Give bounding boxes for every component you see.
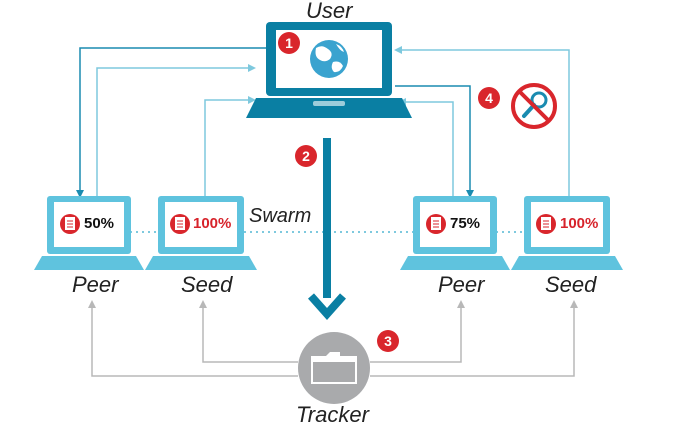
seed-to-user-arrow-left [204,96,256,196]
peer-label-right: Peer [438,272,485,297]
document-icon [426,214,446,234]
document-icon [170,214,190,234]
step-badge-4: 4 [478,87,500,109]
peer-laptop-left [34,196,144,270]
seed-to-user-arrow-right [394,46,570,196]
step-badge-2: 2 [295,145,317,167]
tracker-to-peers-arrows [88,300,578,377]
document-icon [60,214,80,234]
seed-label-right: Seed [545,272,597,297]
step-badge-3: 3 [377,330,399,352]
seed-laptop-right [511,196,623,270]
seed-label-left: Seed [181,272,233,297]
user-to-peer-arrow-left [76,47,272,198]
globe-icon [310,40,348,78]
document-icon [536,214,556,234]
user-label: User [306,0,353,23]
peer-label-left: Peer [72,272,119,297]
peer-to-user-arrow-right [398,98,454,196]
seed-progress-left: 100% [193,215,232,232]
step-badge-1: 1 [278,32,300,54]
peer-laptop-right [400,196,510,270]
seed-laptop-left [145,196,257,270]
tracker-node [298,332,370,404]
main-arrow-down [308,138,346,321]
peer-to-user-arrow-left [96,64,256,196]
peer-progress-right: 75% [450,215,481,232]
user-to-peer-arrow-right [395,85,474,198]
tracker-label: Tracker [296,402,369,427]
seed-progress-right: 100% [560,215,599,232]
no-search-icon [511,83,557,129]
peer-progress-left: 50% [84,215,115,232]
swarm-label: Swarm [249,205,312,227]
